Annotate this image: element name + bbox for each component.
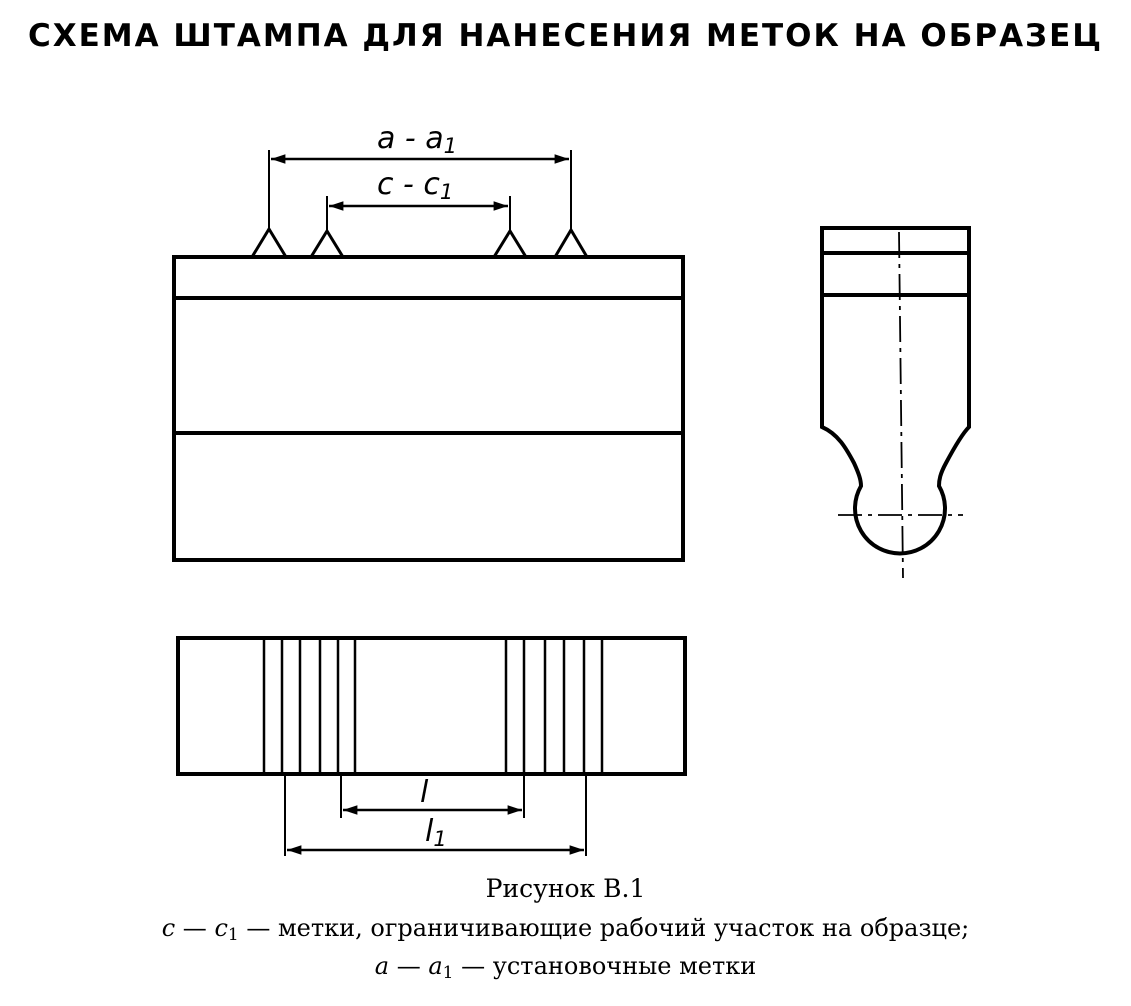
- caption-symbol-c1: c: [214, 914, 228, 942]
- mark-a-left: [250, 226, 288, 258]
- top-view-mark-lines: [262, 638, 604, 774]
- dim-label-l: l: [420, 775, 429, 810]
- side-view-centerline-vertical: [898, 231, 904, 579]
- caption-line-a-a1: a — a1 — установочные метки: [0, 952, 1131, 983]
- top-view: [176, 636, 687, 856]
- caption-text: — установочные метки: [453, 952, 757, 980]
- caption-symbol-a1: a: [428, 952, 443, 980]
- top-view-body: [176, 636, 687, 776]
- caption-subscript: 1: [227, 925, 239, 945]
- page-title: СХЕМА ШТАМПА ДЛЯ НАНЕСЕНИЯ МЕТОК НА ОБРА…: [27, 18, 1104, 54]
- front-view-body: [172, 255, 685, 562]
- side-view: [820, 226, 971, 579]
- caption-dash: —: [175, 914, 215, 942]
- mark-c-right: [492, 228, 528, 258]
- caption-dash: —: [389, 952, 429, 980]
- mark-c-left: [309, 228, 345, 258]
- front-view: [172, 150, 685, 562]
- dim-label-a-a1: a - a1: [377, 121, 457, 158]
- side-view-outline: [820, 226, 971, 556]
- caption-text: — метки, ограничивающие рабочий участок …: [238, 914, 970, 942]
- caption-symbol-a: a: [374, 952, 390, 980]
- caption-line-c-c1: c — c1 — метки, ограничивающие рабочий у…: [0, 914, 1131, 945]
- figure-caption: Рисунок В.1: [485, 874, 646, 903]
- dim-label-l1: l1: [425, 814, 447, 851]
- dim-label-c-c1: c - c1: [377, 167, 453, 204]
- caption-symbol-c: c: [161, 914, 176, 942]
- caption-subscript: 1: [442, 963, 454, 983]
- mark-a-right: [553, 227, 589, 258]
